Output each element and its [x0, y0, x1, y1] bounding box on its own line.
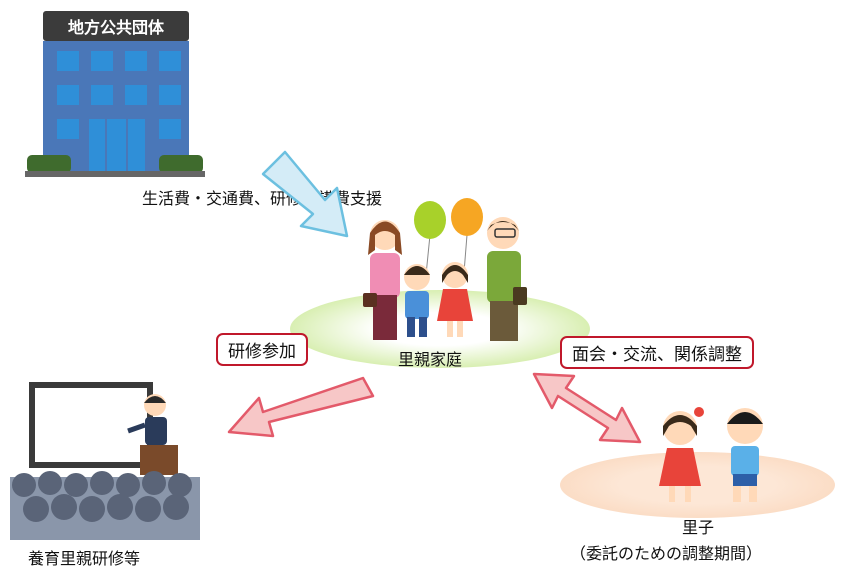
training-arrow [227, 376, 375, 438]
support-arrow [261, 150, 349, 238]
foster-child-label: 里子 [682, 518, 715, 537]
visit-arrow [532, 372, 642, 444]
municipality-sign: 地方公共団体 [67, 18, 164, 37]
municipality-building [25, 5, 205, 177]
family-illustration [363, 198, 527, 341]
training-label: 養育里親研修等 [28, 549, 141, 568]
visit-arrow-label: 面会・交流、関係調整 [560, 336, 754, 369]
foster-home-ground [290, 290, 590, 368]
children-illustration [659, 407, 763, 502]
training-arrow-label: 研修参加 [216, 333, 308, 366]
foster-home-label: 里親家庭 [398, 350, 463, 369]
building-icon [25, 11, 205, 177]
foster-child-sublabel: （委託のための調整期間） [570, 544, 763, 563]
training-illustration [10, 382, 200, 540]
